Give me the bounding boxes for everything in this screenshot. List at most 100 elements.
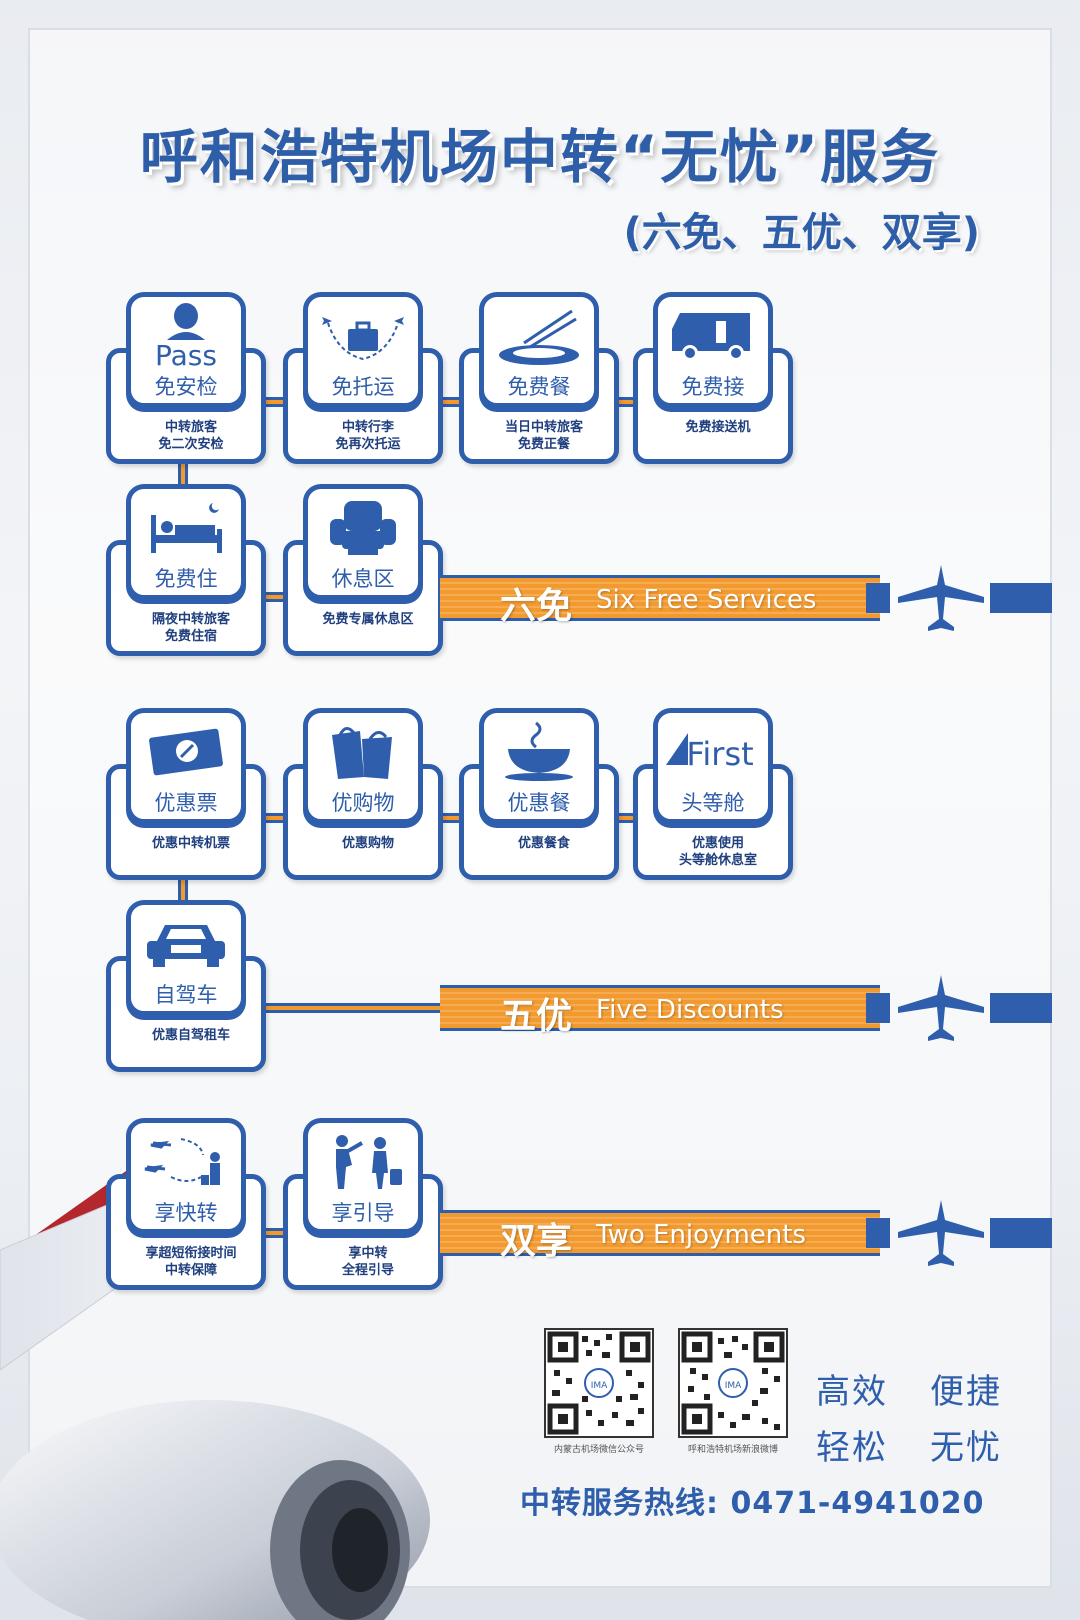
qr-pattern-icon: IMA [681, 1331, 785, 1435]
connector [260, 397, 290, 407]
qr-caption: 内蒙古机场微信公众号 [553, 1445, 644, 1455]
tile-card: Pass 免安检 [126, 292, 246, 408]
connector [178, 878, 188, 912]
qr-code-wechat[interactable]: IMA [544, 1328, 654, 1438]
banner-cn: 五优 [500, 996, 573, 1037]
slogan-convenient: 便捷 [930, 1372, 1002, 1412]
service-name: 优惠餐 [507, 791, 571, 815]
first-text: First [686, 735, 753, 773]
service-name: 自驾车 [154, 983, 218, 1007]
qr-caption: 呼和浩特机场新浪微博 [687, 1445, 778, 1455]
tile-card: 享快转 [126, 1118, 246, 1234]
plane-badge [866, 975, 1052, 1041]
bowl-icon [484, 719, 594, 783]
service-name: 优购物 [331, 791, 395, 815]
service-enjoy-guidance[interactable]: 享中转全程引导 享引导 [283, 1118, 443, 1290]
baggage-transfer-icon [308, 303, 418, 367]
service-desc: 享超短衔接时间 [145, 1246, 237, 1261]
qr-logo-text: IMA [591, 1381, 608, 1391]
first-class-icon: First [658, 719, 768, 783]
bed-icon [131, 495, 241, 559]
person-pass-icon: Pass [131, 303, 241, 368]
tile-card: 休息区 [303, 484, 423, 600]
guide-icon [308, 1129, 418, 1193]
service-name: 免安检 [154, 375, 218, 399]
fast-transfer-icon [131, 1129, 241, 1193]
service-discount-shopping[interactable]: 优惠购物 优购物 [283, 708, 443, 880]
banner-six-free: 六免 Six Free Services [440, 575, 880, 627]
service-name: 头等舱 [681, 791, 745, 815]
service-desc: 免费接送机 [685, 420, 751, 435]
service-desc: 优惠自驾租车 [151, 1028, 230, 1043]
tile-card: 优惠餐 [479, 708, 599, 824]
tile-card: 优购物 [303, 708, 423, 824]
service-desc: 优惠中转机票 [151, 836, 230, 851]
banner-cn: 双享 [500, 1221, 573, 1262]
service-desc: 中转旅客 [164, 420, 217, 435]
page-title: 呼和浩特机场中转“无忧”服务 [139, 123, 941, 191]
banner-cn: 六免 [500, 586, 573, 627]
tile-card: 免托运 [303, 292, 423, 408]
service-name: 休息区 [331, 567, 395, 591]
service-desc: 优惠购物 [341, 836, 394, 851]
service-free-meal[interactable]: 当日中转旅客免费正餐 免费餐 [459, 292, 619, 464]
ticket-icon [131, 719, 241, 783]
connector [260, 1228, 290, 1238]
service-desc: 中转保障 [164, 1263, 217, 1278]
service-free-lounge[interactable]: 免费专属休息区 休息区 [283, 484, 443, 656]
armchair-icon [308, 495, 418, 559]
pass-text: Pass [155, 339, 217, 368]
slogan-easy: 轻松 [816, 1428, 888, 1468]
service-name: 免费餐 [507, 375, 571, 399]
shopping-bag-icon [308, 719, 418, 783]
qr-logo-text: IMA [725, 1381, 742, 1391]
service-desc: 免费专属休息区 [322, 612, 414, 627]
service-name: 享快转 [154, 1201, 218, 1225]
plane-badge [866, 1200, 1052, 1266]
slogan-efficient: 高效 [816, 1372, 888, 1412]
banner-en: Six Free Services [596, 585, 817, 615]
service-desc: 免费正餐 [517, 437, 570, 452]
service-free-checkin[interactable]: 中转行李免再次托运 免托运 [283, 292, 443, 464]
service-free-pickup[interactable]: 免费接送机 免费接 [633, 292, 793, 464]
tile-card: 免费住 [126, 484, 246, 600]
service-discount-first-class[interactable]: 优惠使用头等舱休息室 First 头等舱 [633, 708, 793, 880]
service-free-security[interactable]: 中转旅客免二次安检 Pass 免安检 [106, 292, 266, 464]
tile-card: First 头等舱 [653, 708, 773, 824]
service-enjoy-fast-transfer[interactable]: 享超短衔接时间中转保障 享快转 [106, 1118, 266, 1290]
car-icon [131, 911, 241, 975]
service-name: 免费住 [154, 567, 218, 591]
service-desc: 隔夜中转旅客 [151, 612, 230, 627]
tile-card: 免费接 [653, 292, 773, 408]
airplane-icon [898, 975, 984, 1041]
connector [260, 592, 290, 602]
shuttle-bus-icon [658, 303, 768, 367]
banner-en: Five Discounts [596, 995, 784, 1025]
service-desc: 免二次安检 [158, 437, 224, 452]
service-desc: 优惠餐食 [517, 836, 570, 851]
tile-card: 享引导 [303, 1118, 423, 1234]
service-desc: 中转行李 [341, 420, 394, 435]
service-discount-ticket[interactable]: 优惠中转机票 优惠票 [106, 708, 266, 880]
service-name: 优惠票 [154, 791, 218, 815]
service-desc: 优惠使用 [691, 836, 744, 851]
banner-two-enjoyments: 双享 Two Enjoyments [440, 1210, 880, 1262]
qr-code-weibo[interactable]: IMA [678, 1328, 788, 1438]
service-discount-car-rental[interactable]: 优惠自驾租车 自驾车 [106, 900, 266, 1072]
airplane-icon [898, 1200, 984, 1266]
tile-card: 免费餐 [479, 292, 599, 408]
banner-en: Two Enjoyments [596, 1220, 806, 1250]
service-hotline[interactable]: 中转服务热线: 0471-4941020 [520, 1486, 985, 1521]
plane-badge [866, 565, 1052, 631]
service-name: 免托运 [331, 375, 395, 399]
service-desc: 当日中转旅客 [504, 420, 583, 435]
service-desc: 享中转 [348, 1246, 388, 1261]
service-desc: 免费住宿 [164, 629, 217, 644]
page-subtitle: (六免、五优、双享) [623, 210, 980, 256]
connector [260, 813, 290, 823]
connector [440, 397, 470, 407]
service-free-hotel[interactable]: 隔夜中转旅客免费住宿 免费住 [106, 484, 266, 656]
service-desc: 免再次托运 [335, 437, 401, 452]
service-discount-meal[interactable]: 优惠餐食 优惠餐 [459, 708, 619, 880]
slogan-worry-free: 无忧 [930, 1428, 1002, 1468]
